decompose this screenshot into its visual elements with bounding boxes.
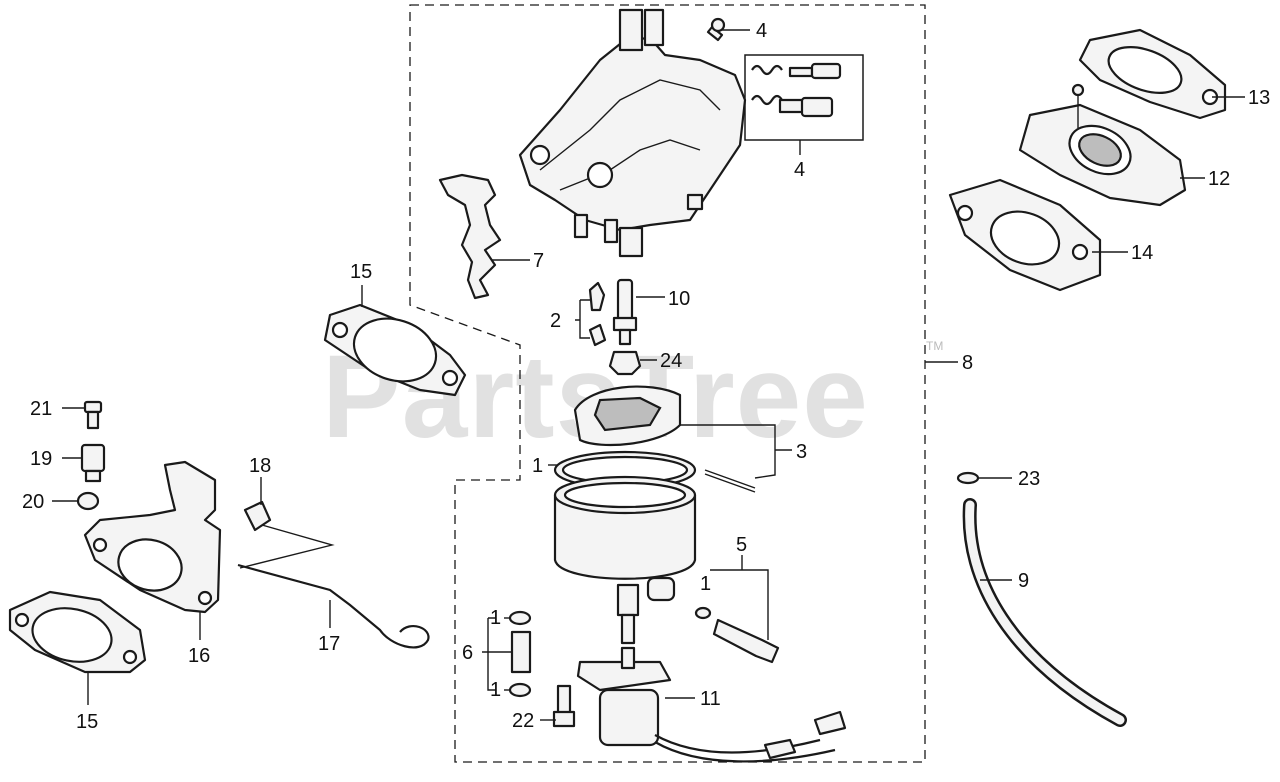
- callout-11: 11: [700, 688, 721, 710]
- fitting-part-6: [508, 610, 532, 698]
- callout-19: 19: [30, 448, 52, 470]
- callout-labels: 4 4 13 12 14 7 15 10 2 24 8 21 19 20 18 …: [22, 20, 1270, 733]
- callout-2: 2: [550, 310, 561, 332]
- screw-spring-set: [744, 54, 864, 141]
- screw-part-21: [83, 400, 103, 430]
- callout-8: 8: [962, 352, 973, 374]
- callout-20: 20: [22, 491, 44, 513]
- callout-22: 22: [512, 710, 534, 732]
- insulator-part-12: [1018, 83, 1187, 207]
- callout-3: 3: [796, 441, 807, 463]
- callout-9: 9: [1018, 570, 1029, 592]
- carburetor-body: [518, 8, 747, 258]
- nut-part-20: [76, 491, 100, 511]
- callout-1-upper-oring: 1: [490, 607, 501, 629]
- clamp-part-23: [956, 471, 980, 485]
- bolt-part-22: [552, 684, 576, 728]
- screw-part-4: [706, 17, 726, 42]
- float-needle-part-2: [588, 281, 607, 347]
- callout-14: 14: [1131, 242, 1153, 264]
- callout-4-set: 4: [794, 159, 805, 181]
- nut-part-19: [80, 443, 106, 483]
- drain-screw-part-5: [694, 606, 780, 664]
- choke-lever: [438, 173, 502, 300]
- main-jet-part-10: [612, 278, 638, 346]
- callout-21: 21: [30, 398, 52, 420]
- callout-13: 13: [1248, 87, 1270, 109]
- callout-5: 5: [736, 534, 747, 556]
- callout-4-screw: 4: [756, 20, 767, 42]
- callout-18: 18: [249, 455, 271, 477]
- callout-6: 6: [462, 642, 473, 664]
- linkage-rod-part-17: [237, 524, 430, 649]
- callout-16: 16: [188, 645, 210, 667]
- fuel-tube-part-9: [962, 498, 1127, 727]
- leader-lines: [52, 29, 1245, 721]
- bracket-part-16: [83, 460, 222, 614]
- callout-15-upper: 15: [350, 261, 372, 283]
- callout-17: 17: [318, 633, 340, 655]
- callout-1-lower-oring: 1: [490, 679, 501, 701]
- grommet-part-18: [243, 500, 272, 532]
- gasket-part-14: [948, 178, 1102, 292]
- callout-7: 7: [533, 250, 544, 272]
- assembly-boundary: [409, 4, 926, 763]
- callout-12: 12: [1208, 168, 1230, 190]
- gasket-part-15-upper: [323, 303, 467, 397]
- callout-10: 10: [668, 288, 690, 310]
- float-part-3: [573, 385, 756, 493]
- watermark-trademark: TM: [926, 339, 943, 353]
- float-bowl: [553, 450, 697, 645]
- gasket-part-15-lower: [8, 590, 147, 674]
- valve-seat-part-24: [608, 350, 642, 376]
- callout-24: 24: [660, 350, 682, 372]
- callout-23: 23: [1018, 468, 1040, 490]
- callout-15-lower: 15: [76, 711, 98, 733]
- gasket-part-13: [1078, 28, 1227, 120]
- callout-1-bowl: 1: [532, 455, 543, 477]
- solenoid-part-11: [576, 646, 847, 763]
- callout-1-drain: 1: [700, 573, 711, 595]
